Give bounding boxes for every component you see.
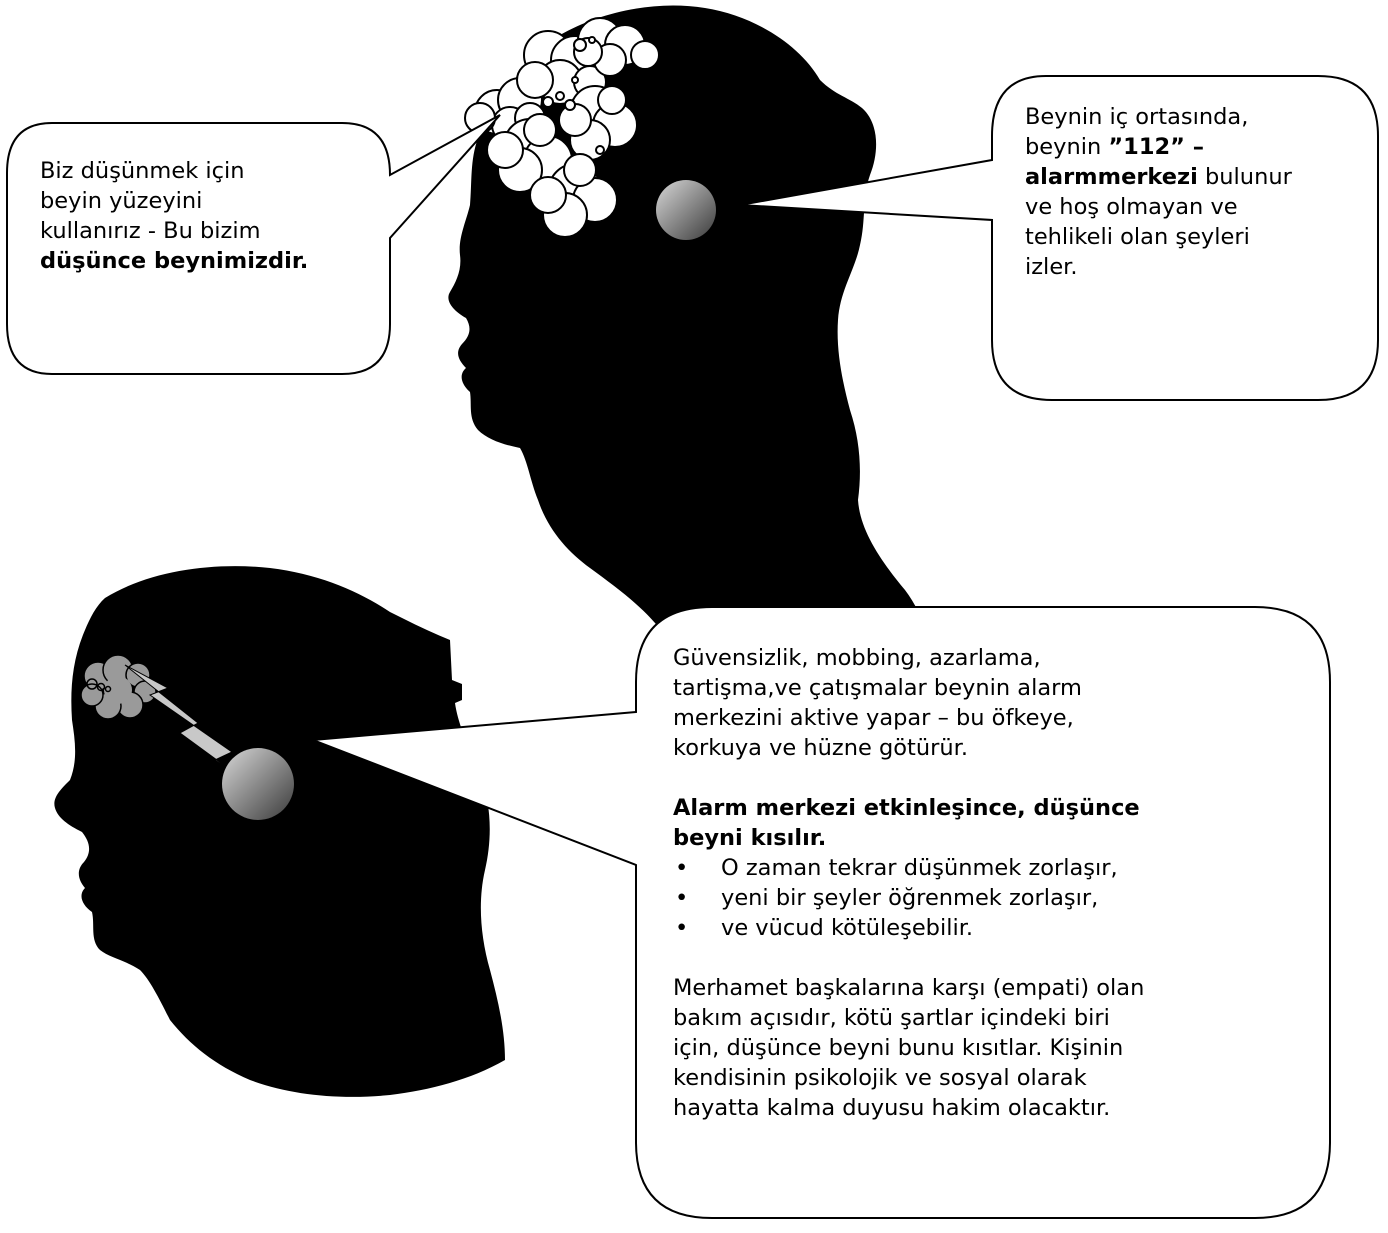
list-item-text: O zaman tekrar düşünmek zorlaşır, <box>721 855 1118 881</box>
cloud-6 <box>529 153 618 238</box>
bullet-list: • O zaman tekrar düşünmek zorlaşır, • yeni… <box>673 853 1263 943</box>
list-item-text: yeni bir şeyler öğrenmek zorlaşır, <box>721 885 1099 911</box>
bullet-dot: • <box>675 855 689 881</box>
cloud-5 <box>558 85 638 161</box>
thinking-brain-label: düşünce beynimizdir. <box>40 248 309 274</box>
bottom-head-silhouette <box>54 566 505 1097</box>
text-line: beyin yüzeyini <box>40 188 203 214</box>
alarm-number-label: ”112” – <box>1108 134 1204 160</box>
bottom-thought-cloud <box>80 654 157 720</box>
text-line: kendisinin psikolojik ve sosyal olarak <box>673 1065 1087 1091</box>
text-span: bulunur <box>1197 164 1292 190</box>
bold-heading-line: Alarm merkezi etkinleşince, düşünce <box>673 795 1140 821</box>
callout-bottom-text: Güvensizlik, mobbing, azarlama, tartişma… <box>673 643 1263 1123</box>
list-item-text: ve vücud kötüleşebilir. <box>721 915 974 941</box>
list-item: • yeni bir şeyler öğrenmek zorlaşır, <box>673 883 1263 913</box>
text-line: hayatta kalma duyusu hakim olacaktır. <box>673 1095 1111 1121</box>
text-line: için, düşünce beyni bunu kısıtlar. Kişin… <box>673 1035 1124 1061</box>
callout-top-left-shape <box>6 114 501 375</box>
text-line: kullanırız - Bu bizim <box>40 218 261 244</box>
top-thought-clouds <box>464 17 660 238</box>
text-line: merkezini aktive yapar – bu öfkeye, <box>673 705 1074 731</box>
bottom-alarm-center <box>222 748 294 820</box>
text-line: tehlikeli olan şeyleri <box>1025 224 1250 250</box>
text-line: tartişma,ve çatışmalar beynin alarm <box>673 675 1082 701</box>
callout-top-right-text: Beynin iç ortasında, beynin ”112” – alar… <box>1025 102 1365 282</box>
text-span: beynin <box>1025 134 1109 160</box>
text-line: izler. <box>1025 254 1078 280</box>
text-line: Biz düşünmek için <box>40 158 245 184</box>
top-alarm-center <box>656 180 716 240</box>
bullet-dot: • <box>675 885 689 911</box>
text-line: Merhamet başkalarına karşı (empati) olan <box>673 975 1145 1001</box>
text-line: ve hoş olmayan ve <box>1025 194 1238 220</box>
text-line: beynin ”112” – <box>1025 132 1365 162</box>
callout-top-left-text: Biz düşünmek için beyin yüzeyini kullanı… <box>40 156 360 276</box>
text-line: alarmmerkezi bulunur <box>1025 162 1365 192</box>
text-line: korkuya ve hüzne götürür. <box>673 735 968 761</box>
callout-bottom-shape <box>312 606 1331 1219</box>
text-line: bakım açısıdır, kötü şartlar içindeki bi… <box>673 1005 1110 1031</box>
text-line: Beynin iç ortasında, <box>1025 104 1249 130</box>
text-line: düşünce beynimizdir. <box>40 246 360 276</box>
text-line: Güvensizlik, mobbing, azarlama, <box>673 645 1041 671</box>
cloud-4 <box>486 113 573 193</box>
list-item: • O zaman tekrar düşünmek zorlaşır, <box>673 853 1263 883</box>
bullet-dot: • <box>675 915 689 941</box>
bold-heading-line: beyni kısılır. <box>673 825 827 851</box>
callout-top-right-shape <box>739 75 1379 401</box>
alarm-center-label: alarmmerkezi <box>1025 164 1198 190</box>
list-item: • ve vücud kötüleşebilir. <box>673 913 1263 943</box>
lightning-bolt <box>124 664 263 794</box>
